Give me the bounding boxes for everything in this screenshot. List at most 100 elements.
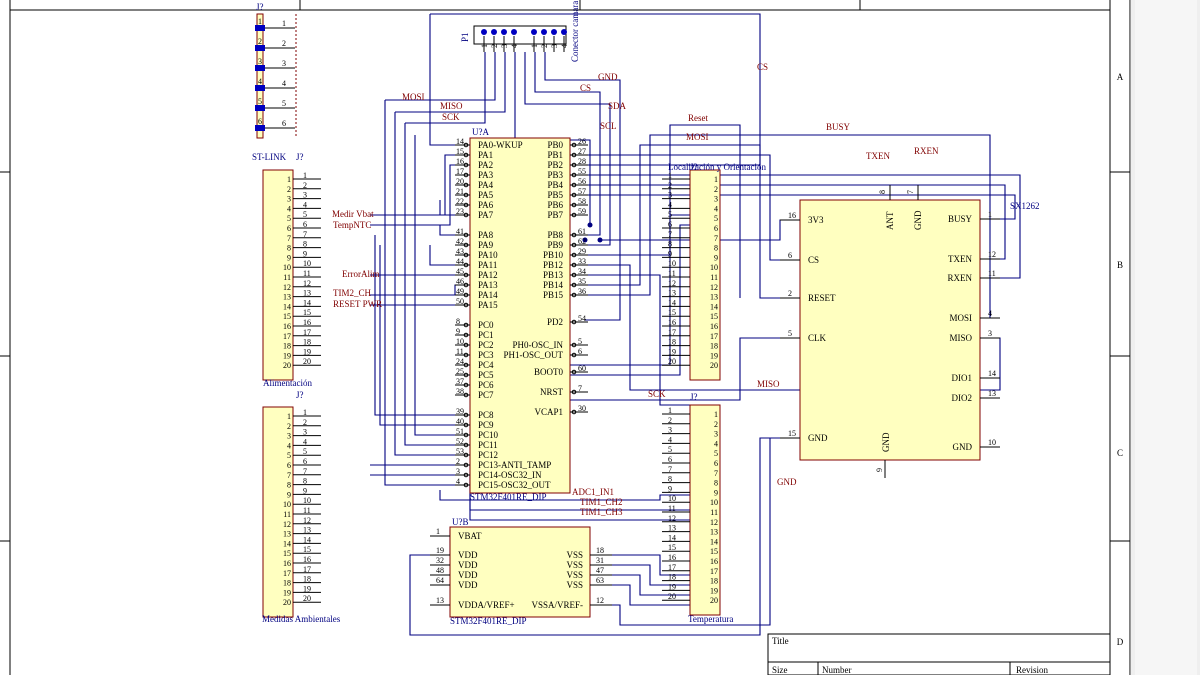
- u7a-pin-marker: [463, 262, 469, 268]
- wire-12[interactable]: [524, 52, 611, 246]
- wire-17[interactable]: [370, 154, 460, 216]
- wire-24[interactable]: [585, 194, 1016, 220]
- st-link-pin-num: 6: [282, 119, 286, 128]
- sx1262-body: [799, 199, 981, 461]
- wire-6[interactable]: [395, 52, 506, 113]
- u7b-body: [449, 526, 591, 618]
- u7a-pin-num: 59: [578, 207, 586, 216]
- sx1262-pin-name: CS: [808, 255, 819, 265]
- sx1262-pin-num: 2: [788, 289, 792, 298]
- wire-16[interactable]: [429, 245, 460, 266]
- u7a-pin-num: 40: [456, 417, 464, 426]
- medidas-pin-num: 11: [303, 506, 311, 515]
- wire-5[interactable]: [385, 52, 496, 101]
- medidas-pin-label: 14: [283, 539, 291, 548]
- wire-8[interactable]: [429, 14, 460, 146]
- u7a-pin-name: PB9: [547, 240, 563, 250]
- temperatura-pin-label: 11: [710, 508, 718, 517]
- alimentacion-pin-label: 12: [283, 283, 291, 292]
- wire-37[interactable]: [600, 584, 690, 606]
- sx1262-pin-num: 1: [988, 210, 992, 219]
- u7a-pin-marker: [571, 409, 577, 415]
- wire-3[interactable]: [404, 123, 460, 446]
- wire-11[interactable]: [534, 52, 601, 236]
- localizacion-pin-num: 7: [668, 230, 672, 239]
- u7a-pin-num: 8: [456, 317, 460, 326]
- u7a-pin-num: 29: [578, 247, 586, 256]
- medidas-body: [262, 406, 294, 618]
- wire-15[interactable]: [439, 225, 460, 236]
- wire-1[interactable]: [384, 100, 460, 486]
- wire-31[interactable]: [585, 274, 690, 406]
- temperatura-pin-label: 8: [714, 479, 718, 488]
- medidas-pin-label: 2: [287, 422, 291, 431]
- wire-25[interactable]: [585, 174, 1021, 279]
- u7a-pin-name: PC3: [478, 350, 494, 360]
- u7a-pin-num: 7: [578, 384, 582, 393]
- u7a-pin-name: PC1: [478, 330, 494, 340]
- u7a-pin-marker: [463, 272, 469, 278]
- alimentacion-pin-label: 11: [283, 273, 291, 282]
- temperatura-pin-label: 2: [714, 420, 718, 429]
- wire-4[interactable]: [414, 135, 460, 436]
- u7a-pin-num: 5: [578, 337, 582, 346]
- temperatura-connector[interactable]: J?11223344556677889910101111121213131414…: [662, 392, 733, 624]
- right-scroll-area[interactable]: [1130, 0, 1200, 675]
- wire-32[interactable]: [560, 337, 805, 401]
- u7a-pin-num: 46: [456, 277, 464, 286]
- wire-43[interactable]: [379, 245, 460, 426]
- wire-28[interactable]: [585, 124, 741, 298]
- localizacion-connector[interactable]: J?11223344556677889910101111121213131414…: [662, 162, 766, 381]
- medidas-pin-label: 10: [283, 500, 291, 509]
- st-link-pad-num: 5: [258, 97, 262, 106]
- net-label-temp-ntc: TempNTC: [333, 220, 371, 230]
- u7a-pin-marker: [463, 182, 469, 188]
- wire-38[interactable]: [600, 438, 771, 626]
- u7a-pin-marker: [463, 152, 469, 158]
- sx1262-pin-num: 15: [788, 429, 796, 438]
- u7b-pin-num: 48: [436, 566, 444, 575]
- wire-35[interactable]: [600, 564, 690, 586]
- u7a-pin-name: PD2: [547, 317, 563, 327]
- net-label-busy: BUSY: [826, 122, 851, 132]
- sx1262-ref: SX1262: [1010, 201, 1040, 211]
- wire-39[interactable]: [439, 490, 690, 501]
- st-link-pin-num: 3: [282, 59, 286, 68]
- wire-41[interactable]: [370, 474, 690, 521]
- u7b-pin-name: VDDA/VREF+: [458, 600, 515, 610]
- wire-9[interactable]: [430, 13, 761, 166]
- u7a-pin-name: PC4: [478, 360, 494, 370]
- wire-10[interactable]: [544, 52, 621, 321]
- p1-name: Conector camara: [570, 1, 580, 62]
- wire-2[interactable]: [394, 112, 460, 456]
- wire-42[interactable]: [374, 235, 460, 416]
- u7a-pin-name: PA6: [478, 200, 494, 210]
- u7a-pin-num: 44: [456, 257, 464, 266]
- net-label-error-alim: ErrorAlim: [342, 269, 380, 279]
- medidas-pin-label: 7: [287, 471, 291, 480]
- wire-27[interactable]: [585, 134, 991, 318]
- wire-26[interactable]: [585, 144, 805, 299]
- alimentacion-pin-num: 1: [303, 171, 307, 180]
- u7a-pin-name: PA13: [478, 280, 498, 290]
- net-label-reset-pwr: RESET PWR: [333, 299, 382, 309]
- wire-44[interactable]: [560, 214, 690, 366]
- wire-36[interactable]: [600, 574, 690, 596]
- medidas-pin-label: 11: [283, 510, 291, 519]
- alimentacion-pin-label: 2: [287, 185, 291, 194]
- wire-7[interactable]: [405, 52, 486, 124]
- wire-34[interactable]: [600, 554, 690, 576]
- wire-45[interactable]: [560, 224, 690, 376]
- medidas-pin-label: 18: [283, 579, 291, 588]
- temperatura-pin-num: 10: [668, 494, 676, 503]
